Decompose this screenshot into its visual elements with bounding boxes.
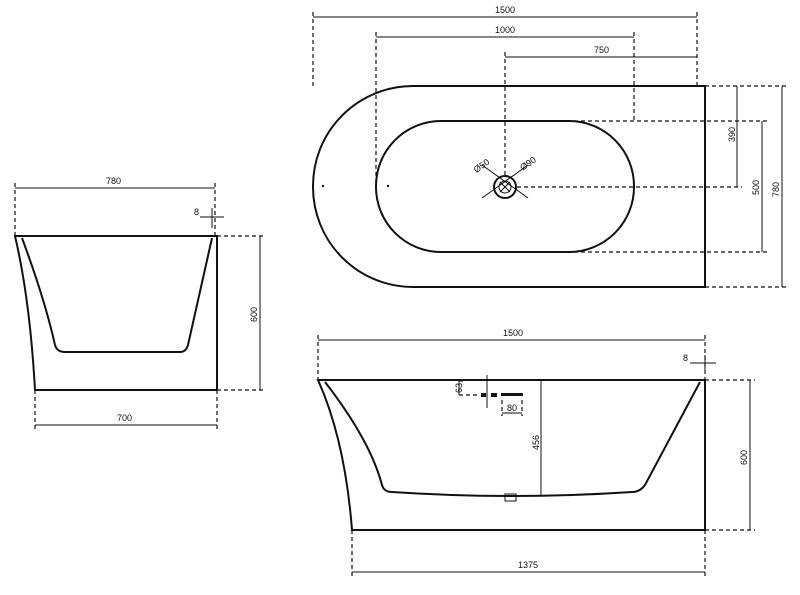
basin-outline-front — [324, 381, 701, 497]
dim-side-rim: 8 — [194, 207, 199, 217]
dim-overall-width: 780 — [771, 182, 781, 197]
dim-overflow-dia: Ø90 — [518, 155, 538, 173]
top-view: Ø50 Ø90 1500 1000 750 390 500 780 — [312, 5, 787, 288]
dim-front-top-length: 1500 — [503, 328, 523, 338]
basin-outline-side — [21, 237, 213, 353]
dim-side-top-width: 780 — [106, 176, 121, 186]
dim-overall-length: 1500 — [495, 5, 515, 15]
drain-icon — [481, 164, 529, 199]
dim-front-depth: 456 — [531, 435, 541, 450]
dim-inner-width: 500 — [751, 180, 761, 195]
dim-side-height: 600 — [249, 307, 259, 322]
front-view: 1500 8 63 80 456 600 1375 — [316, 328, 755, 578]
tub-outline-top — [312, 85, 706, 288]
drain-outlet — [504, 493, 517, 502]
side-view: 780 8 600 700 — [13, 176, 265, 430]
dim-front-height: 600 — [739, 450, 749, 465]
dim-drain-y: 390 — [727, 127, 737, 142]
dim-drain-dia: Ø50 — [472, 157, 492, 175]
dim-front-base-length: 1375 — [518, 560, 538, 570]
dim-overflow-offset: 63 — [454, 383, 464, 393]
dim-overflow-width: 80 — [507, 403, 517, 413]
dim-side-base-width: 700 — [117, 413, 132, 423]
dim-front-rim: 8 — [683, 353, 688, 363]
tub-outline-side — [13, 235, 218, 391]
dim-inner-length: 1000 — [495, 25, 515, 35]
overflow-slot — [501, 393, 523, 396]
dim-drain-offset: 750 — [594, 45, 609, 55]
